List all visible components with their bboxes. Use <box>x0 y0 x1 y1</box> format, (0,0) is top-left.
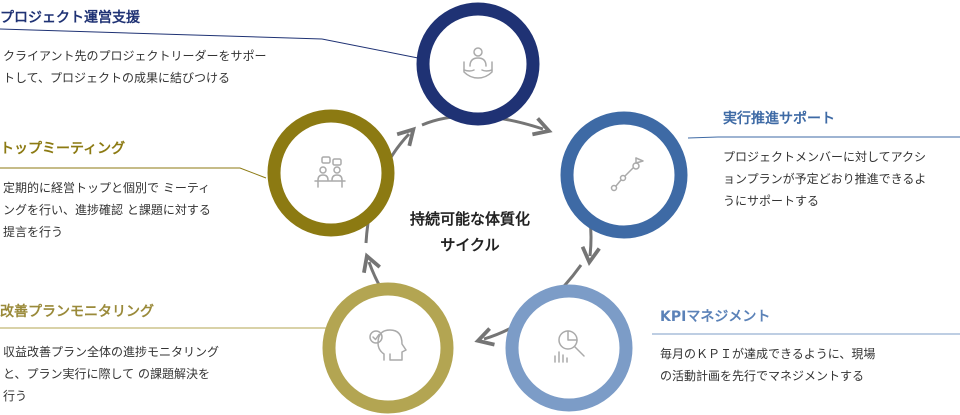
node-desc-improvement-monitoring: 収益改善プラン全体の進捗モニタリング と、プラン実行に際して の課題解決を 行う <box>3 341 219 407</box>
node-title-project-support: プロジェクト運営支援 <box>0 10 140 26</box>
cycle-center-label: 持続可能な体質化 サイクル <box>395 206 545 258</box>
node-ring-improvement-monitoring <box>322 282 454 414</box>
node-title-kpi-management: KPIマネジメント <box>660 309 771 325</box>
desc-line: 提言を行う <box>3 225 64 239</box>
desc-line: 毎月のＫＰＩが達成できるように、現場 <box>660 347 876 361</box>
leader-line-execution <box>687 136 960 139</box>
desc-line: ングを行い、進捗確認 と課題に対する <box>3 203 211 217</box>
node-title-top-meeting: トップミーティング <box>0 141 126 157</box>
node-ring-project-support <box>416 2 540 126</box>
leader-line-project <box>0 28 323 40</box>
chart-magnifier-icon <box>554 330 585 363</box>
meeting-icon <box>314 156 346 188</box>
desc-line: と、プラン実行に際して の課題解決を <box>3 367 210 381</box>
node-desc-top-meeting: 定期的に経営トップと個別で ミーティ ングを行い、進捗確認 と課題に対する 提言… <box>3 177 211 243</box>
desc-line: 定期的に経営トップと個別で ミーティ <box>3 181 211 195</box>
head-check-icon <box>369 329 407 361</box>
node-desc-kpi-management: 毎月のＫＰＩが達成できるように、現場 の活動計画を先行でマネジメントする <box>660 343 875 387</box>
leader-lines <box>0 28 960 335</box>
desc-line: 行う <box>3 389 28 403</box>
support-hands-icon <box>463 47 493 79</box>
node-title-improvement-monitoring: 改善プランモニタリング <box>0 304 154 320</box>
node-desc-project-support: クライアント先のプロジェクトリーダーをサポー トして、プロジェクトの成果に結びつ… <box>3 45 267 89</box>
node-desc-execution-support: プロジェクトメンバーに対してアクシ ョンプランが予定どおり推進できるよ うにサポ… <box>723 146 926 212</box>
desc-line: 収益改善プラン全体の進捗モニタリング <box>3 345 220 359</box>
node-ring-top-meeting <box>267 109 395 237</box>
desc-line: の活動計画を先行でマネジメントする <box>660 369 865 383</box>
center-label-line-2: サイクル <box>440 236 500 254</box>
node-title-execution-support: 実行推進サポート <box>723 111 835 127</box>
leader-line-project-2 <box>321 38 419 59</box>
node-ring-kpi-management <box>505 284 633 412</box>
desc-line: クライアント先のプロジェクトリーダーをサポー <box>3 49 267 63</box>
desc-line: ョンプランが予定どおり推進できるよ <box>723 172 927 186</box>
center-label-line-1: 持続可能な体質化 <box>409 210 530 228</box>
leader-line-meeting <box>0 167 267 179</box>
desc-line: うにサポートする <box>723 194 820 208</box>
desc-line: トして、プロジェクトの成果に結びつける <box>3 71 231 85</box>
desc-line: プロジェクトメンバーに対してアクシ <box>723 150 927 164</box>
progress-path-icon <box>610 157 644 192</box>
